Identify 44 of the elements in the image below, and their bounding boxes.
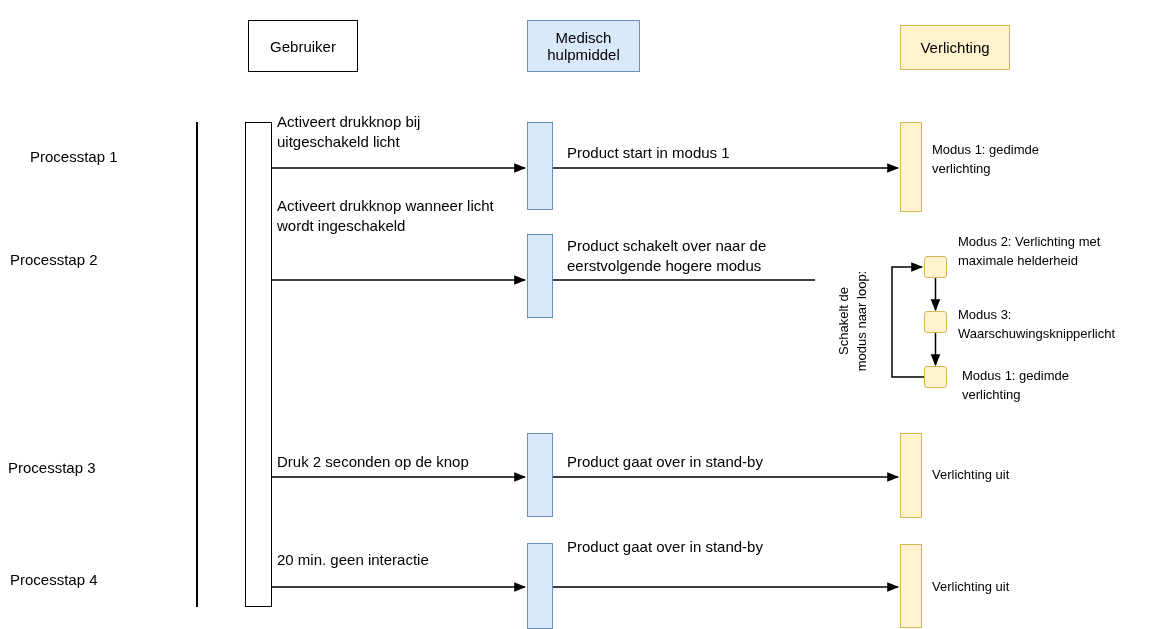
message-label: Activeert drukknop wanneer licht wordt ingeschakeld <box>277 196 495 236</box>
arrow <box>271 275 527 285</box>
message-label: Product gaat over in stand-by <box>567 452 764 472</box>
message-label: Schakelt de modus naar loop: <box>835 269 870 374</box>
state-box <box>924 311 947 333</box>
arrow <box>552 472 900 482</box>
message-label: Product gaat over in stand-by <box>567 537 764 557</box>
activation-bar <box>527 433 553 517</box>
line <box>552 279 816 281</box>
activation-bar <box>900 544 922 628</box>
activation-bar <box>527 122 553 210</box>
activation-bar <box>527 543 553 629</box>
arrow <box>552 163 900 173</box>
state-box <box>924 256 947 278</box>
activation-bar <box>900 433 922 518</box>
message-label: Product schakelt over naar de eerstvolgende hogere modus <box>567 236 768 276</box>
message-label: Druk 2 seconden op de knop <box>277 452 470 472</box>
step-label: Processtap 1 <box>30 147 118 167</box>
state-box <box>924 366 947 388</box>
state-label: Verlichting uit <box>932 578 1011 596</box>
message-label: Activeert drukknop bij uitgeschakeld licht <box>277 112 422 152</box>
arrow <box>930 277 941 312</box>
arrow <box>271 472 527 482</box>
arrow <box>552 582 900 592</box>
state-label: Verlichting uit <box>932 466 1011 484</box>
step-label: Processtap 3 <box>8 458 96 478</box>
activation-bar <box>527 234 553 318</box>
lifeline-header: Medisch hulpmiddel <box>527 20 640 72</box>
lifeline-header: Gebruiker <box>248 20 358 72</box>
state-label: Modus 3: Waarschuwingsknipperlicht <box>958 306 1117 343</box>
message-label: Product start in modus 1 <box>567 143 731 163</box>
arrow <box>930 332 941 367</box>
step-label: Processtap 2 <box>10 250 98 270</box>
loop-arrow <box>891 262 925 378</box>
message-label: 20 min. geen interactie <box>277 550 430 570</box>
state-label: Modus 1: gedimde verlichting <box>932 141 1040 178</box>
arrow <box>271 582 527 592</box>
arrow <box>271 163 527 173</box>
state-label: Modus 1: gedimde verlichting <box>962 367 1070 404</box>
activation-bar <box>900 122 922 212</box>
step-label: Processtap 4 <box>10 570 98 590</box>
lifeline-header: Verlichting <box>900 25 1010 70</box>
activation-bar <box>245 122 272 607</box>
state-label: Modus 2: Verlichting met maximale helderheid <box>958 233 1102 270</box>
